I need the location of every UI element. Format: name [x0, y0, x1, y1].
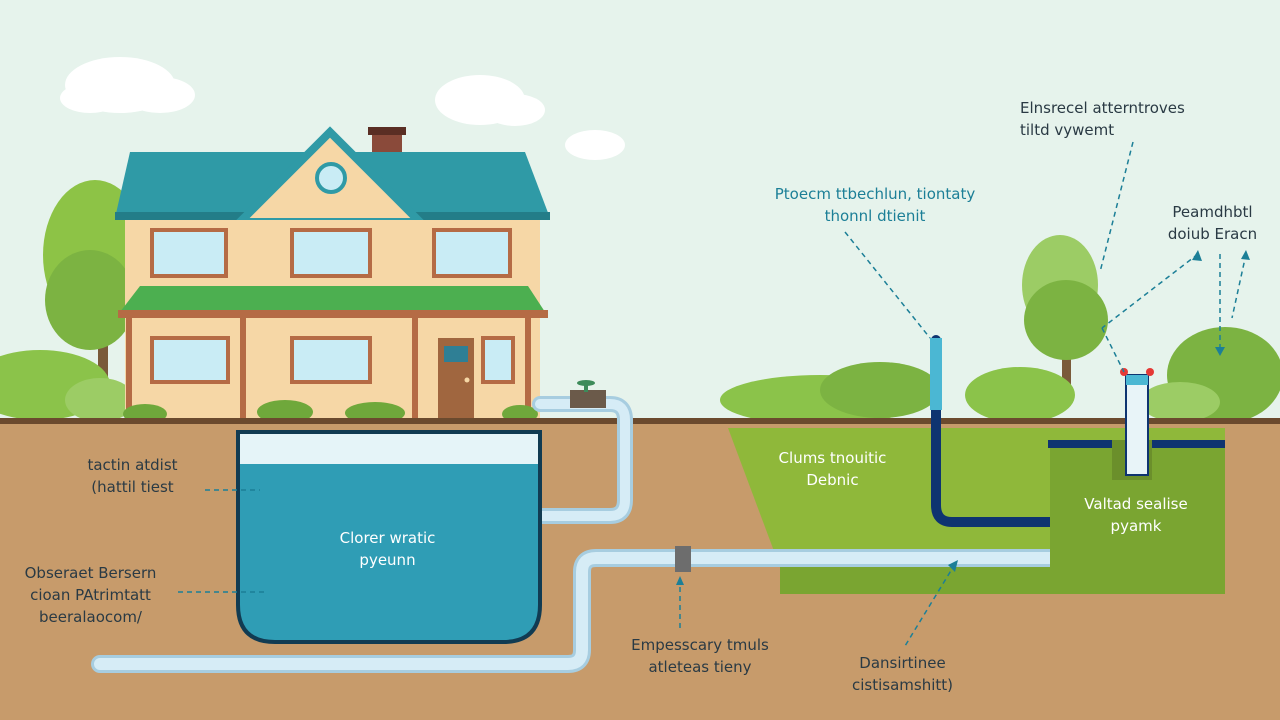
- label-left-upper-line1: tactin atdist: [87, 456, 178, 474]
- cloud-left: [60, 57, 195, 113]
- cloud-small: [565, 130, 625, 160]
- label-left-lower-line2: cioan PAtrimtatt: [30, 586, 151, 604]
- house: [115, 126, 550, 424]
- label-top-center-line1: Ptoecm ttbechlun, tiontaty: [774, 185, 976, 203]
- lower-windows: [150, 336, 515, 384]
- leader-lines: [178, 141, 1247, 647]
- label-bottom-right-line2: cistisamshitt): [851, 676, 953, 694]
- upper-windows: [150, 228, 512, 278]
- septic-tank: [236, 430, 542, 644]
- label-bottom-right-line1: Dansirtinee: [859, 654, 946, 672]
- label-left-lower-line1: Obseraet Bersern: [24, 564, 157, 582]
- label-top-right-line2: tiltd vywemt: [1020, 121, 1115, 139]
- label-bottom-center-line2: atleteas tieny: [648, 658, 752, 676]
- label-left-upper: tactin atdist (hattil tiest: [70, 454, 195, 498]
- label-bottom-right: Dansirtinee cistisamshitt): [830, 652, 975, 696]
- label-top-right-line1: Elnsrecel atterntroves: [1020, 99, 1185, 117]
- label-well-box: Valtad sealise pyamk: [1062, 493, 1210, 537]
- label-top-right: Elnsrecel atterntroves tiltd vywemt: [1020, 97, 1235, 141]
- treatment-well: [1048, 368, 1225, 594]
- pipe-fitting: [675, 546, 691, 572]
- label-bottom-center: Empesscary tmuls atleteas tieny: [615, 634, 785, 678]
- label-field-line2: Debnic: [806, 471, 859, 489]
- label-tank-line2: pyeunn: [359, 551, 416, 569]
- vent-pipe: [930, 338, 942, 410]
- label-field-line1: Clums tnouitic: [778, 449, 887, 467]
- cloud-center: [435, 75, 545, 126]
- label-top-center: Ptoecm ttbechlun, tiontaty thonnl dtieni…: [740, 183, 1010, 227]
- porch-roof: [120, 286, 545, 312]
- label-well-box-line2: pyamk: [1110, 517, 1162, 535]
- trees-right: [720, 235, 1280, 425]
- label-top-center-line2: thonnl dtienit: [824, 207, 926, 225]
- label-field: Clums tnouitic Debnic: [760, 447, 905, 491]
- label-right-side-line2: doiub Eracn: [1167, 225, 1258, 243]
- label-left-upper-line2: (hattil tiest: [91, 478, 174, 496]
- label-tank: Clorer wratic pyeunn: [300, 527, 475, 571]
- label-bottom-center-line1: Empesscary tmuls: [631, 636, 769, 654]
- label-left-lower-line3: beeralaocom/: [39, 608, 142, 626]
- label-right-side-line1: Peamdhbtl: [1172, 203, 1253, 221]
- pipes: [91, 335, 1059, 673]
- label-left-lower: Obseraet Bersern cioan PAtrimtatt beeral…: [18, 562, 163, 628]
- porch-posts: [126, 318, 531, 418]
- trees-left: [0, 180, 147, 422]
- leader-arrowheads: [676, 250, 1250, 585]
- round-window: [315, 162, 347, 194]
- label-right-side: Peamdhbtl doiub Eracn: [1150, 201, 1275, 245]
- label-tank-line1: Clorer wratic: [339, 529, 436, 547]
- valve: [570, 390, 606, 408]
- label-well-box-line1: Valtad sealise: [1084, 495, 1188, 513]
